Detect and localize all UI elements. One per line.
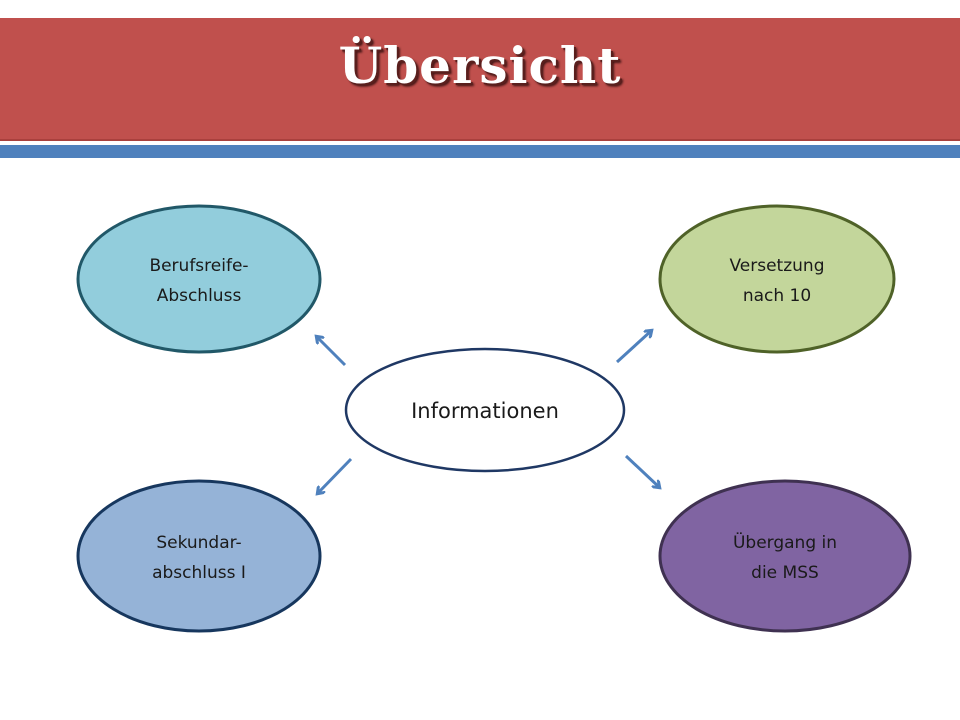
node-sekundarabschluss-1[interactable]: Sekundar- abschluss I xyxy=(76,479,322,633)
title-banner xyxy=(0,18,960,141)
accent-bar xyxy=(0,145,960,158)
page-title: Übersicht xyxy=(338,36,622,95)
arrow-to-versetzung xyxy=(615,331,651,364)
node-uebergang-line2: die MSS xyxy=(751,563,819,583)
node-informationen-label: Informationen xyxy=(411,399,559,423)
node-informationen-shape xyxy=(344,347,626,473)
node-berufsreife-line2: Abschluss xyxy=(157,286,242,306)
node-sekundar-line1: Sekundar- xyxy=(156,533,241,553)
node-sekundar-shape xyxy=(76,479,322,633)
node-sekundar-line2: abschluss I xyxy=(152,563,246,583)
node-uebergang-mss[interactable]: Übergang in die MSS xyxy=(658,479,912,633)
node-versetzung-line1: Versetzung xyxy=(729,256,824,276)
node-informationen[interactable]: Informationen xyxy=(344,347,626,473)
node-berufsreife-abschluss[interactable]: Berufsreife- Abschluss xyxy=(76,204,322,354)
node-berufsreife-line1: Berufsreife- xyxy=(149,256,248,276)
arrow-to-berufsreife xyxy=(317,337,347,367)
node-versetzung-line2: nach 10 xyxy=(743,286,811,306)
node-uebergang-shape xyxy=(658,479,912,633)
arrow-to-sekundar xyxy=(318,457,353,493)
node-versetzung-nach-10[interactable]: Versetzung nach 10 xyxy=(658,204,896,354)
node-uebergang-line1: Übergang in xyxy=(733,531,837,553)
node-versetzung-shape xyxy=(658,204,896,354)
node-berufsreife-shape xyxy=(76,204,322,354)
arrow-to-uebergang xyxy=(624,454,659,487)
